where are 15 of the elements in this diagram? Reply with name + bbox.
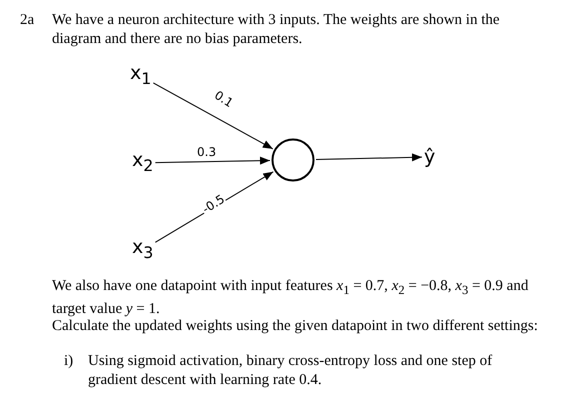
- neuron-circle: [271, 138, 315, 182]
- question-number: 2a: [20, 11, 36, 30]
- list-marker: i): [64, 352, 74, 371]
- arrow: [154, 156, 270, 165]
- arrow: [152, 82, 274, 150]
- input-label: x$_{1}$: [130, 62, 152, 90]
- output-label: ŷ: [424, 146, 436, 168]
- arrow: [316, 153, 422, 162]
- paragraph: Calculate the updated weights using the given datapoint in two different settings:: [52, 317, 539, 336]
- paragraph: We have a neuron architecture with 3 inputs. The weights are shown in the diagram and there are no bias parameters.: [52, 11, 501, 49]
- input-label: x$_{3}$: [132, 236, 154, 264]
- edge-label: 0.3: [196, 146, 218, 159]
- list-item-text: Using sigmoid activation, binary cross-entropy loss and one step of gradient descent with learning rate 0.4.: [88, 352, 494, 390]
- paragraph: We also have one datapoint with input features x$_{1}$ = 0.7, x$_{2}$ = −0.8, x$_{3}$ = 0.9 and target value y = 1.: [52, 277, 530, 319]
- input-label: x$_{2}$: [132, 149, 154, 177]
